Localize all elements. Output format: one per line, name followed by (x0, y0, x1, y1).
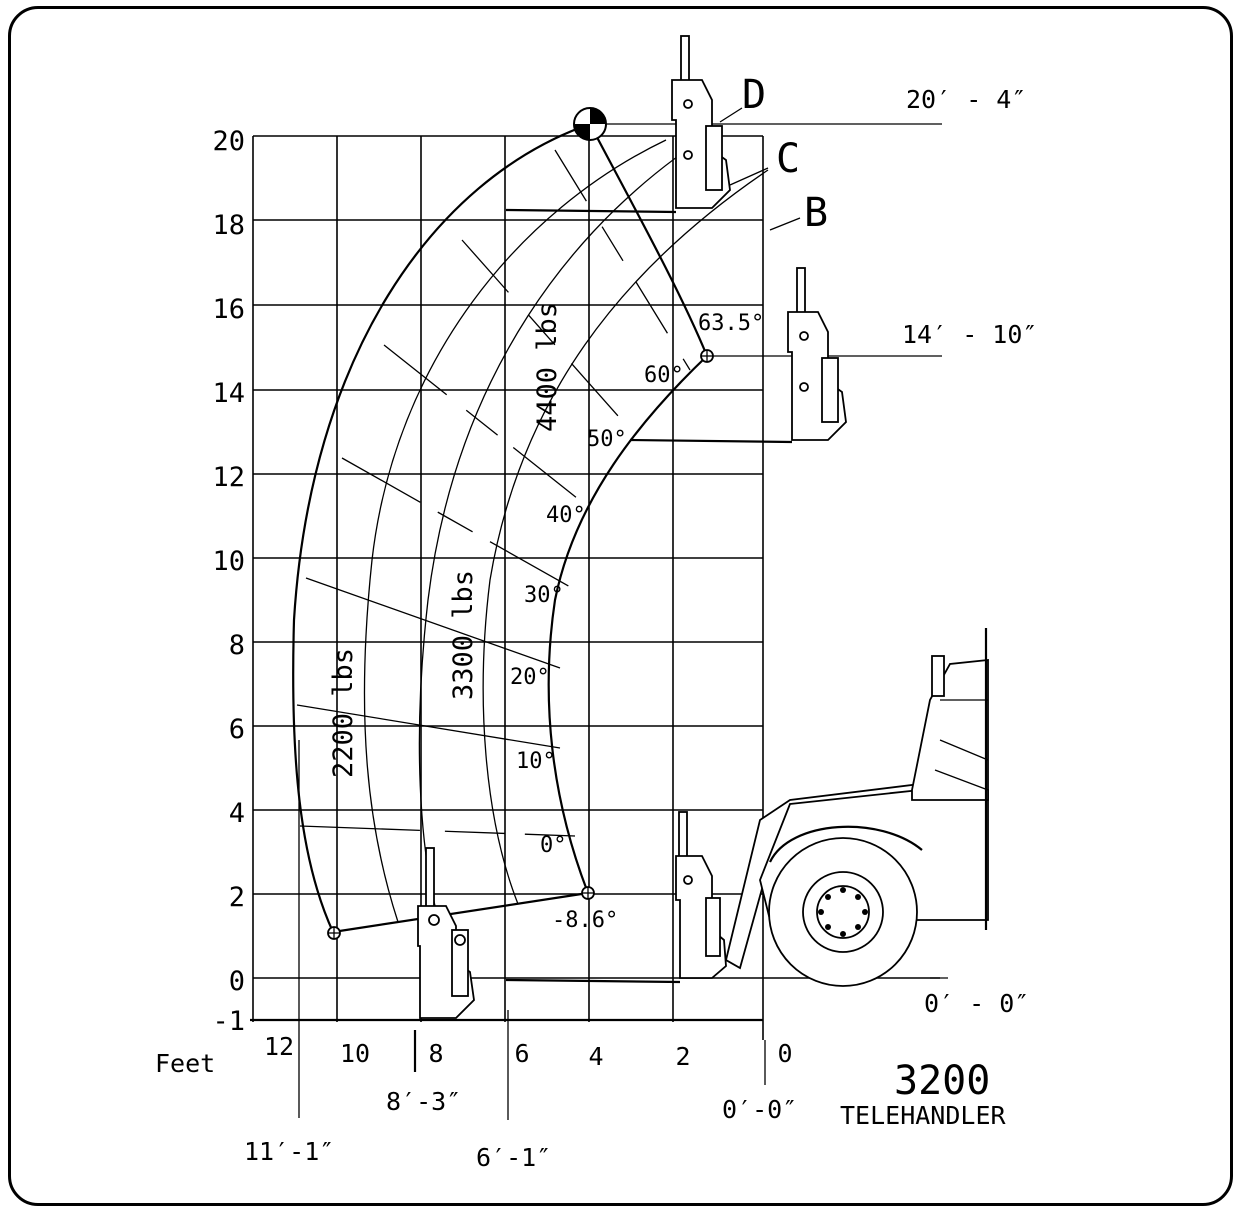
machine-name: TELEHANDLER (840, 1101, 1007, 1130)
load-zone-arcs (292, 122, 769, 934)
leader-c (729, 167, 769, 186)
y-tick: 4 (229, 798, 245, 829)
x-axis-ticks: 12 10 8 6 4 2 0 Feet (155, 1032, 793, 1078)
y-tick: 20 (212, 126, 245, 157)
center-of-gravity-icon (573, 107, 607, 141)
x-unit-label: Feet (155, 1049, 215, 1078)
y-tick: 14 (212, 378, 245, 409)
fork-carriage-top (505, 35, 731, 214)
angle-label: 40° (546, 503, 586, 528)
dim-reach-11: 11′-1″ (244, 1137, 334, 1166)
fork-carriage-bottom (417, 847, 475, 1019)
load-zone-labels: 4400 lbs 3300 lbs 2200 lbs (328, 302, 563, 778)
diagram-frame (8, 6, 1233, 1206)
angle-label: 60° (644, 363, 684, 388)
angle-label: -8.6° (552, 908, 618, 933)
load-label-3300: 3300 lbs (448, 570, 479, 700)
x-tick: 8 (428, 1039, 443, 1068)
position-letter-d: D (742, 72, 766, 118)
angle-label: 0° (540, 833, 567, 858)
fork-carriage-ground (505, 811, 727, 984)
x-tick: 2 (675, 1042, 690, 1071)
y-tick: 6 (229, 714, 245, 745)
angle-label: 30° (524, 583, 564, 608)
angle-label: 20° (510, 665, 550, 690)
x-tick: 0 (777, 1039, 792, 1068)
fork-carriage-mid (629, 267, 847, 444)
position-letter-c: C (776, 136, 800, 182)
y-tick: 10 (212, 546, 245, 577)
dim-max-height: 20′ - 4″ (906, 85, 1026, 114)
dim-mid-height: 14′ - 10″ (902, 320, 1037, 349)
position-letters: D C B (742, 72, 828, 236)
y-tick: 8 (229, 630, 245, 661)
load-label-2200: 2200 lbs (328, 648, 359, 778)
y-tick: 0 (229, 966, 245, 997)
dim-reach-6: 6′-1″ (476, 1143, 551, 1172)
angle-label: 10° (516, 749, 556, 774)
leader-d (719, 107, 743, 123)
dim-ground: 0′ - 0″ (924, 989, 1029, 1018)
x-tick: 10 (340, 1039, 370, 1068)
dim-reach-8: 8′-3″ (386, 1087, 461, 1116)
angle-labels: 63.5° 60° 50° 40° 30° 20° 10° 0° -8.6° (510, 311, 764, 933)
y-tick: 12 (212, 462, 245, 493)
y-tick: -1 (212, 1006, 245, 1037)
load-label-4400: 4400 lbs (532, 302, 563, 432)
dim-reach-0: 0′-0″ (722, 1095, 797, 1124)
y-axis-ticks: 20 18 16 14 12 10 8 6 4 2 0 -1 (212, 126, 245, 1037)
y-tick: 16 (212, 294, 245, 325)
x-tick: 4 (588, 1042, 603, 1071)
leader-b (769, 217, 801, 231)
angle-label: 50° (587, 427, 627, 452)
angle-label: 63.5° (698, 311, 764, 336)
pivot-points (327, 107, 714, 940)
telehandler-machine-icon (724, 628, 989, 987)
model-number: 3200 (894, 1058, 990, 1104)
x-tick: 6 (514, 1039, 529, 1068)
angle-radials (296, 149, 691, 837)
y-tick: 2 (229, 882, 245, 913)
x-tick: 12 (264, 1032, 294, 1061)
y-tick: 18 (212, 210, 245, 241)
position-letter-b: B (804, 190, 828, 236)
model-title: 3200 TELEHANDLER (840, 1058, 1007, 1130)
dimension-labels: 20′ - 4″ 14′ - 10″ 0′ - 0″ 11′-1″ 8′-3″ … (244, 85, 1037, 1172)
